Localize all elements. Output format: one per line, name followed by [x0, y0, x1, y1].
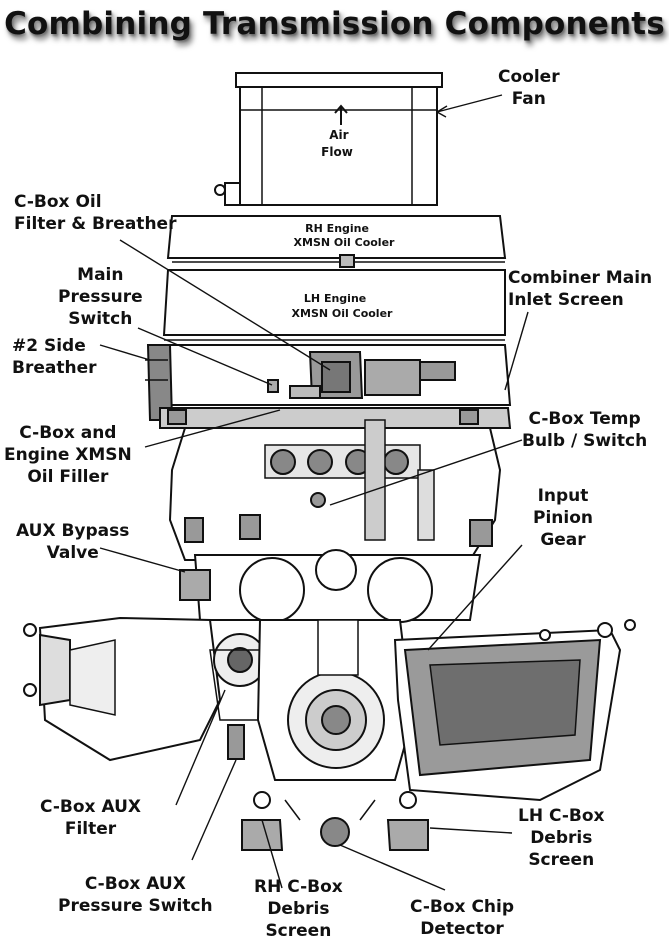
- leader-temp-bulb: [329, 439, 523, 506]
- label-combiner-inlet: Combiner Main Inlet Screen: [508, 268, 653, 310]
- aux-pressure-switch: [227, 724, 245, 760]
- label-cooler-fan: Cooler Fan: [498, 67, 560, 109]
- label-rh-debris: RH C-Box Debris Screen: [254, 877, 343, 941]
- air-flow-arrow: [334, 104, 348, 125]
- label-cbox-temp: C-Box Temp Bulb / Switch: [522, 409, 648, 451]
- lh-oil-cooler: [162, 269, 506, 336]
- temp-bulb: [310, 492, 326, 508]
- label-cbox-aux-filter: C-Box AUX Filter: [40, 797, 141, 839]
- label-cbox-oil-filter: C-Box Oil Filter & Breather: [14, 192, 177, 234]
- leader-combiner-inlet: [504, 311, 529, 391]
- label-aux-bypass: AUX Bypass Valve: [16, 521, 130, 563]
- leader-filler: [144, 409, 281, 448]
- chip-detector: [320, 817, 350, 847]
- label-side-breather: #2 Side Breather: [12, 336, 97, 378]
- fan-top-rim: [235, 72, 443, 88]
- cooler-fan-housing: [239, 86, 438, 206]
- leader-lines: [99, 94, 529, 891]
- air-flow-line-2: Flow: [321, 145, 353, 159]
- leader-input-pinion: [427, 544, 523, 651]
- air-flow-line-1: Air: [329, 128, 348, 142]
- rh-debris-screen: [241, 819, 284, 851]
- leader-lh-debris: [429, 827, 513, 834]
- lh-cooler-label: LH Engine XMSN Oil Cooler: [292, 292, 394, 320]
- leader-chip-detector: [339, 844, 446, 891]
- label-cbox-aux-pressure: C-Box AUX Pressure Switch: [58, 874, 213, 916]
- aux-bypass-valve: [179, 569, 211, 601]
- label-chip-detector: C-Box Chip Detector: [410, 897, 515, 939]
- air-flow-label: Air Flow: [321, 128, 353, 159]
- leader-aux-filter: [175, 689, 226, 806]
- rh-oil-cooler: [166, 215, 507, 259]
- label-cbox-engine-filler: C-Box and Engine XMSN Oil Filler: [4, 423, 132, 487]
- leader-main-pressure: [137, 327, 273, 386]
- leader-rh-debris: [261, 819, 283, 889]
- label-lh-debris: LH C-Box Debris Screen: [518, 806, 605, 870]
- leader-aux-bypass: [99, 547, 186, 573]
- leader-side-breather: [99, 344, 151, 361]
- leader-oil-filter: [119, 239, 331, 371]
- label-input-pinion: Input Pinion Gear: [533, 486, 593, 550]
- lh-debris-screen: [386, 819, 429, 851]
- label-main-pressure-switch: Main Pressure Switch: [58, 265, 143, 329]
- leader-aux-pressure: [191, 759, 237, 861]
- leader-cooler-fan: [436, 94, 503, 118]
- rh-cooler-label: RH Engine XMSN Oil Cooler: [294, 222, 396, 249]
- page-title: Combining Transmission Components: [4, 6, 665, 42]
